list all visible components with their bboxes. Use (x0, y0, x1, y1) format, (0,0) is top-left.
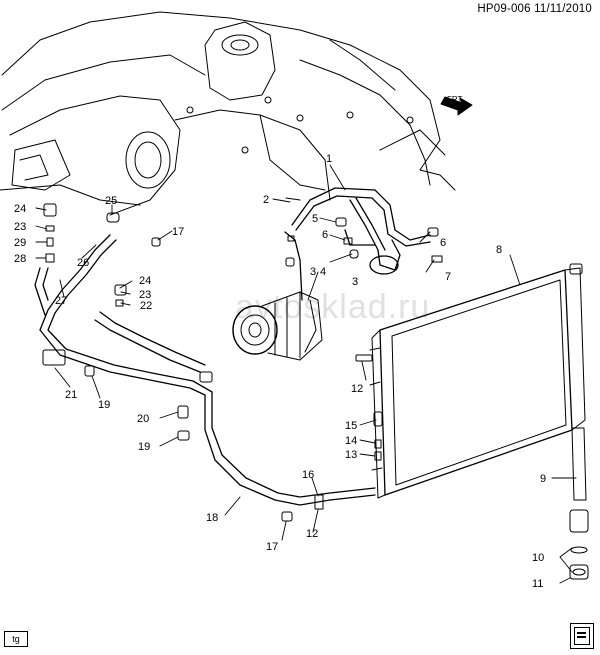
front-arrow-icon (440, 96, 473, 116)
book-icon[interactable] (570, 623, 594, 649)
callout-16: 16 (302, 469, 314, 481)
callout-1: 1 (326, 153, 332, 165)
callout-8: 8 (496, 244, 502, 256)
callout-15: 15 (345, 420, 357, 432)
callout-12a: 12 (351, 383, 363, 395)
callout-23b: 23 (14, 221, 26, 233)
callout-23a: 23 (139, 289, 151, 301)
watermark: avtosklad.ru (235, 288, 431, 326)
callout-9: 9 (540, 473, 546, 485)
callout-7: 7 (445, 271, 451, 283)
diagram-header: HP09-006 11/11/2010 (477, 3, 592, 15)
callout-22: 22 (140, 300, 152, 312)
callout-6a: 6 (322, 229, 328, 241)
callout-18: 18 (206, 512, 218, 524)
callout-4: 4 (320, 266, 326, 278)
callout-11: 11 (532, 578, 543, 590)
compressor-hose-assembly[interactable] (284, 187, 431, 301)
callout-6b: 6 (440, 237, 446, 249)
callout-24b: 24 (14, 203, 26, 215)
callout-17a: 17 (172, 226, 184, 238)
liquid-line[interactable] (34, 234, 376, 506)
callout-14: 14 (345, 435, 357, 447)
callout-20: 20 (137, 413, 149, 425)
callout-3b: 3 (310, 266, 316, 278)
callout-13: 13 (345, 449, 357, 461)
hardware-fasteners (42, 197, 443, 522)
callout-21: 21 (65, 389, 77, 401)
diagram-code: HP09-006 (477, 3, 531, 15)
callout-2: 2 (263, 194, 269, 206)
diagram-date: 11/11/2010 (534, 3, 592, 15)
callout-17b: 17 (266, 541, 278, 553)
callout-5: 5 (312, 213, 318, 225)
callout-3a: 3 (352, 276, 358, 288)
ac-compressor[interactable] (232, 291, 323, 361)
callout-19a: 19 (138, 441, 150, 453)
callout-26: 26 (77, 257, 89, 269)
body-structure (0, 11, 456, 216)
callout-28: 28 (14, 253, 26, 265)
front-arrow-label: FRT (447, 95, 463, 104)
callout-12b: 12 (306, 528, 318, 540)
callout-19b: 19 (98, 399, 110, 411)
corner-tag: tg (4, 631, 28, 647)
leader-lines (35, 164, 577, 584)
receiver-dryer[interactable] (569, 427, 589, 580)
callout-27: 27 (55, 295, 67, 307)
callout-29: 29 (14, 237, 26, 249)
callout-24a: 24 (139, 275, 151, 287)
callout-10: 10 (532, 552, 544, 564)
callout-25: 25 (105, 195, 117, 207)
